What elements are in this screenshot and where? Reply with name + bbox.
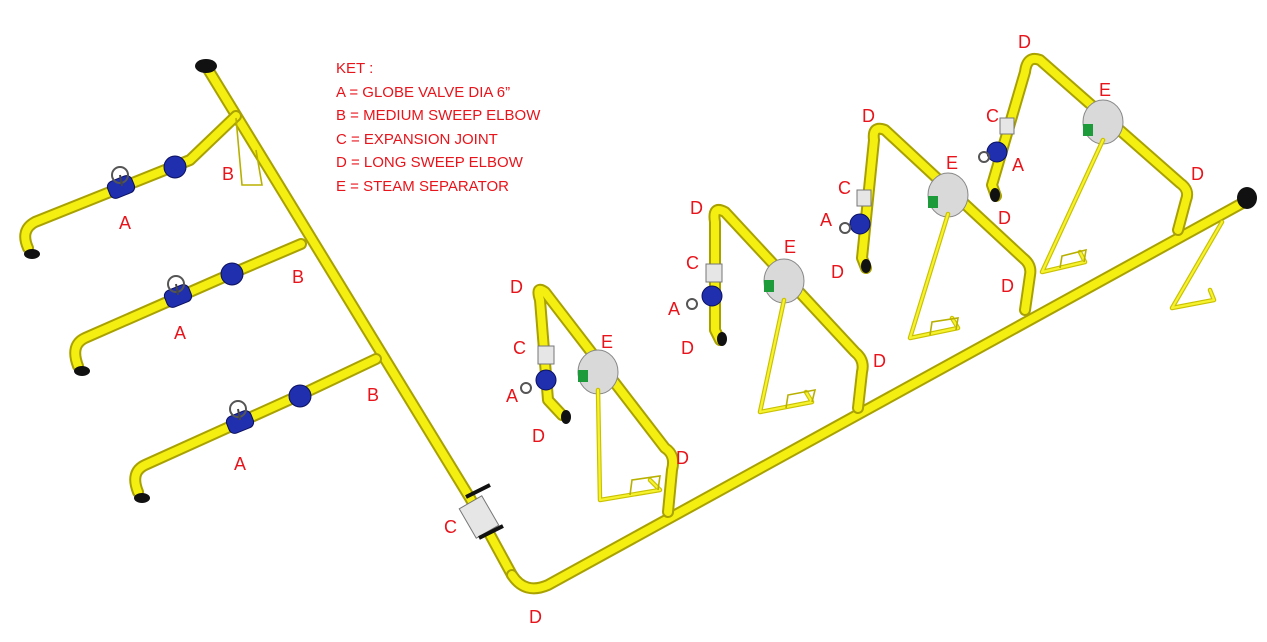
legend-title: KET : — [336, 60, 374, 77]
label-d: D — [1018, 32, 1031, 52]
label-d: D — [532, 426, 545, 446]
label-e: E — [946, 153, 958, 173]
steam-separator — [927, 172, 969, 218]
label-b: B — [292, 267, 304, 287]
riser-set-1 — [520, 283, 680, 518]
legend-item-b: B = MEDIUM SWEEP ELBOW — [336, 107, 541, 124]
label-d: D — [510, 277, 523, 297]
valve-handwheel-icon — [686, 298, 698, 310]
label-c: C — [513, 338, 526, 358]
label-d: D — [831, 262, 844, 282]
label-b: B — [222, 164, 234, 184]
legend-item-c: C = EXPANSION JOINT — [336, 130, 498, 148]
label-e: E — [1099, 80, 1111, 100]
globe-valve — [163, 155, 187, 179]
label-b: B — [367, 385, 379, 405]
label-a: A — [820, 210, 832, 230]
label-e: E — [784, 237, 796, 257]
left-branch-2 — [69, 238, 307, 376]
label-a: A — [506, 386, 518, 406]
label-d: D — [1191, 164, 1204, 184]
valve-handwheel-icon — [520, 382, 532, 394]
valve-handwheel-icon — [229, 400, 247, 418]
label-d: D — [690, 198, 703, 218]
header-end-cap — [195, 59, 217, 73]
label-d: D — [1001, 276, 1014, 296]
main-header-pipe — [195, 59, 1257, 595]
left-branch-3 — [129, 353, 382, 503]
header-end-cap — [1237, 187, 1257, 209]
globe-valve — [220, 262, 244, 286]
drain-trap — [235, 117, 263, 186]
label-c: C — [444, 517, 457, 537]
riser-set-3 — [839, 122, 1037, 341]
expansion-joint — [999, 117, 1015, 135]
label-a: A — [119, 213, 131, 233]
label-a: A — [174, 323, 186, 343]
expansion-joint — [705, 263, 723, 283]
riser-set-2 — [686, 204, 869, 415]
expansion-joint — [458, 483, 504, 540]
globe-valve — [701, 285, 723, 307]
label-d: D — [998, 208, 1011, 228]
label-e: E — [601, 332, 613, 352]
globe-valve — [849, 213, 871, 235]
valve-handwheel-icon — [167, 275, 185, 293]
valve-handwheel-icon — [839, 222, 851, 234]
legend: KET : A = GLOBE VALVE DIA 6” B = MEDIUM … — [336, 57, 540, 198]
label-d: D — [873, 351, 886, 371]
expansion-joint — [537, 345, 555, 365]
valve-handwheel-icon — [111, 166, 129, 184]
globe-valve — [535, 369, 557, 391]
label-a: A — [234, 454, 246, 474]
label-d: D — [681, 338, 694, 358]
label-c: C — [686, 253, 699, 273]
label-a: A — [1012, 155, 1024, 175]
legend-item-e: E = STEAM SEPARATOR — [336, 177, 509, 195]
expansion-joint — [856, 189, 872, 207]
drain-trap — [1169, 219, 1225, 311]
left-branch-1 — [19, 110, 242, 259]
label-c: C — [838, 178, 851, 198]
label-d: D — [676, 448, 689, 468]
globe-valve — [986, 141, 1008, 163]
label-a: A — [668, 299, 680, 319]
legend-item-a: A = GLOBE VALVE DIA 6” — [336, 83, 511, 101]
label-d: D — [862, 106, 875, 126]
steam-separator — [1082, 99, 1124, 145]
globe-valve — [288, 384, 312, 408]
legend-item-d: D = LONG SWEEP ELBOW — [336, 154, 523, 171]
label-d: D — [529, 607, 542, 627]
riser-set-4 — [978, 52, 1194, 275]
valve-handwheel-icon — [978, 151, 990, 163]
label-c: C — [986, 106, 999, 126]
